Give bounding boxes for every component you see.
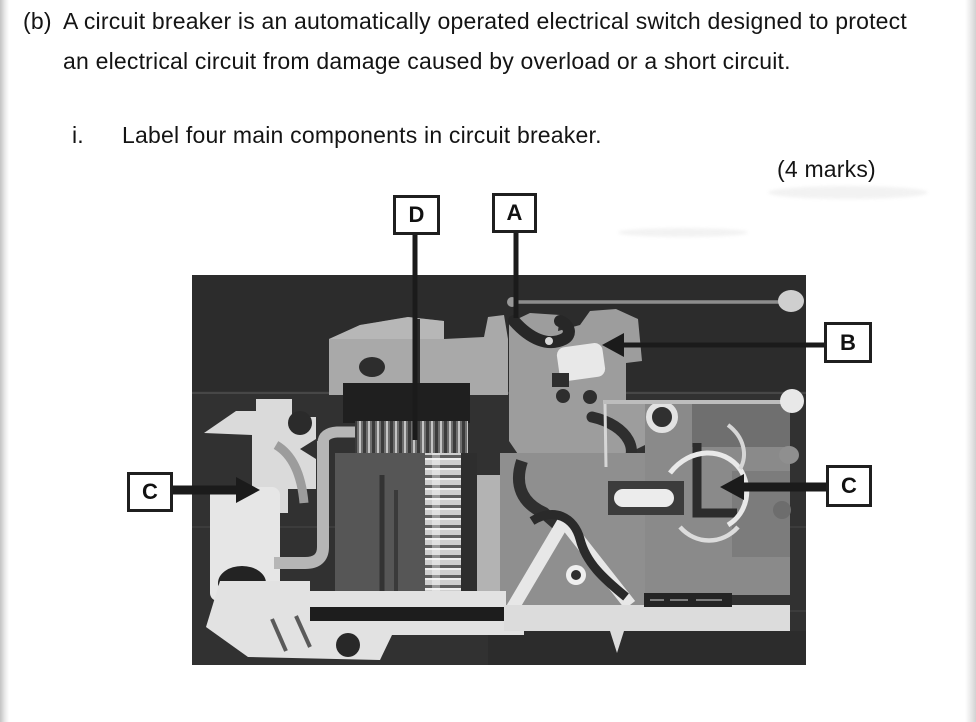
page-edge-shadow-right (965, 0, 976, 722)
label-box-c-right: C (826, 465, 872, 507)
label-box-d: D (393, 195, 440, 235)
question-intro-line2: an electrical circuit from damage caused… (63, 48, 791, 74)
circuit-breaker-photo (192, 275, 806, 665)
subquestion-text: Label four main components in circuit br… (122, 122, 602, 148)
subquestion-numeral: i. (72, 122, 84, 148)
scan-artifact (768, 186, 928, 199)
label-box-b: B (824, 322, 872, 363)
question-intro-line1: A circuit breaker is an automatically op… (63, 8, 907, 34)
scan-artifact (618, 228, 748, 237)
question-part-label: (b) (23, 8, 52, 34)
page-edge-shadow-left (0, 0, 9, 722)
label-box-c-left: C (127, 472, 173, 512)
label-box-a: A (492, 193, 537, 233)
marks-label: (4 marks) (777, 156, 876, 182)
